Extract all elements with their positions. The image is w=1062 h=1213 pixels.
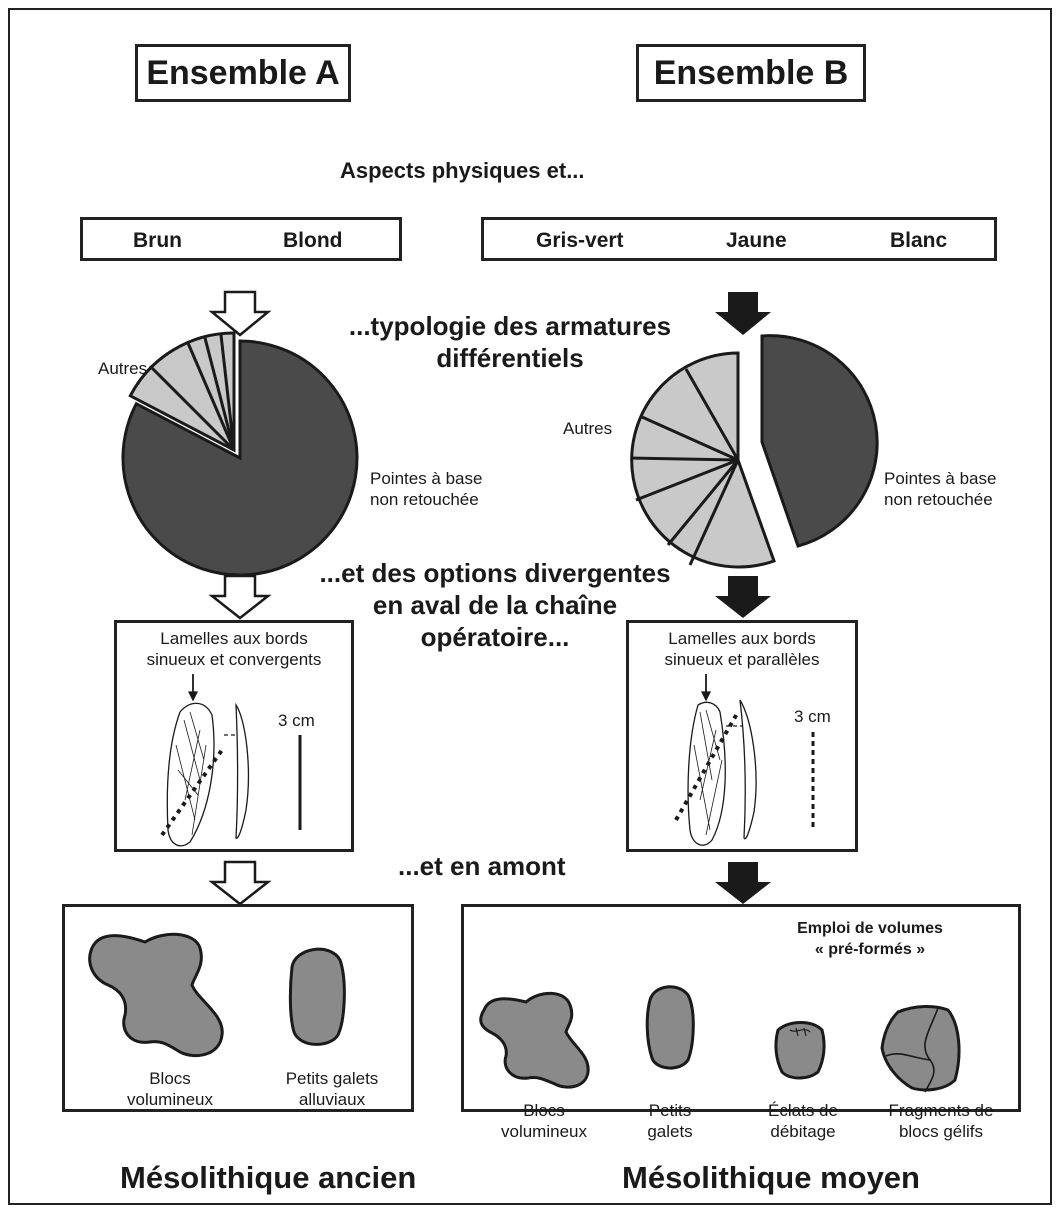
pie-a-other-slice — [128, 331, 236, 453]
preformed-label-1: Emploi de volumes — [797, 920, 943, 937]
volumes-a — [88, 932, 346, 1058]
volume-b-eclats-label-1: Éclats de — [768, 1101, 838, 1120]
volume-b-blocs-label-2: volumineux — [501, 1122, 587, 1141]
caption-options-3: opératoire... — [420, 622, 570, 652]
volume-b-blocs-label: Blocs volumineux — [484, 1100, 604, 1142]
blade-label-a-2: sinueux et convergents — [146, 650, 322, 669]
pie-a-other-label: Autres — [98, 359, 148, 378]
volume-b-galets-label: Petits galets — [620, 1100, 720, 1142]
caption-typology-2: différentiels — [436, 343, 584, 373]
pie-a-divider — [148, 364, 236, 452]
volume-a-blocs-label-1: Blocs — [149, 1069, 191, 1088]
pie-b-divider — [688, 459, 740, 566]
volumes-box-b — [461, 904, 1021, 1112]
volume-b-eclats-label-2: débitage — [770, 1122, 836, 1141]
ensemble-b-title-text: Ensemble B — [653, 53, 849, 92]
color-brun: Brun — [133, 229, 182, 252]
pie-a-divider — [219, 334, 236, 451]
figure-frame — [8, 8, 1052, 1205]
color-jaune: Jaune — [726, 229, 787, 252]
blade-drawing-b — [674, 674, 815, 846]
caption-options-1: ...et des options divergentes — [319, 558, 671, 588]
pie-a-divider — [203, 337, 236, 451]
volume-eclat-b — [774, 1021, 826, 1080]
caption-typology-1: ...typologie des armatures — [348, 311, 672, 341]
volume-blocs-a — [88, 932, 224, 1058]
volume-b-eclats-label: Éclats de débitage — [748, 1100, 858, 1142]
color-blond: Blond — [283, 229, 343, 252]
caption-options-2: en aval de la chaîne — [372, 590, 618, 620]
blade-label-a: Lamelles aux bords sinueux et convergent… — [114, 628, 354, 670]
pie-b-divider — [684, 368, 740, 461]
volume-b-galets-label-2: galets — [647, 1122, 693, 1141]
volume-fragment-b — [880, 1005, 961, 1092]
volume-b-fragments-label-2: blocs gélifs — [898, 1122, 984, 1141]
blade-box-b — [626, 620, 858, 852]
color-blanc: Blanc — [890, 229, 948, 252]
volume-b-fragments-label: Fragments de blocs gélifs — [866, 1100, 1016, 1142]
scale-label-b: 3 cm — [794, 707, 831, 726]
pie-b-main-label-2: non retouchée — [884, 490, 993, 509]
arrow-b-3 — [715, 862, 771, 904]
volume-a-galets-label-1: Petits galets — [285, 1069, 379, 1088]
color-gris-vert: Gris-vert — [536, 229, 624, 252]
volume-a-blocs-label: Blocs volumineux — [110, 1068, 230, 1110]
arrow-a-3 — [208, 860, 272, 906]
volume-blocs-b — [479, 991, 590, 1089]
caption-options: ...et des options divergentes en aval de… — [305, 557, 685, 653]
caption-upstream: ...et en amont — [398, 851, 566, 881]
pie-a — [121, 331, 359, 577]
pie-b-other-label: Autres — [563, 419, 613, 438]
pie-b-main-slice — [760, 334, 879, 548]
arrow-a-1 — [208, 290, 272, 337]
caption-physical: Aspects physiques et... — [340, 158, 585, 183]
arrow-b-1 — [715, 292, 771, 335]
period-b: Mésolithique moyen — [622, 1160, 920, 1195]
blade-label-b: Lamelles aux bords sinueux et parallèles — [626, 628, 858, 670]
pie-b-divider — [635, 458, 739, 502]
pie-a-main-label: Pointes à base non retouchée — [370, 468, 482, 510]
volume-galet-a — [288, 947, 346, 1046]
preformed-label: Emploi de volumes « pré-formés » — [765, 918, 975, 960]
pie-a-divider — [186, 342, 236, 451]
volumes-box-a — [62, 904, 414, 1112]
pie-b-divider — [630, 456, 739, 462]
pie-b-divider — [641, 415, 739, 462]
period-a: Mésolithique ancien — [120, 1160, 417, 1195]
ensemble-a-colors: Brun Blond — [80, 217, 402, 261]
pie-b-divider — [666, 459, 740, 546]
ensemble-b-title: Ensemble B — [636, 44, 866, 102]
pie-b-main-label-1: Pointes à base — [884, 469, 997, 488]
volume-a-galets-label: Petits galets alluviaux — [262, 1068, 402, 1110]
caption-typology: ...typologie des armatures différentiels — [325, 310, 695, 374]
blade-label-a-1: Lamelles aux bords — [160, 629, 308, 648]
volume-b-fragments-label-1: Fragments de — [888, 1101, 994, 1120]
pie-a-main-slice — [121, 339, 359, 577]
volumes-b — [479, 985, 961, 1093]
arrow-b-2 — [715, 576, 771, 618]
blade-drawing-a — [160, 674, 302, 847]
pie-b — [630, 334, 879, 569]
volume-galet-b — [645, 985, 695, 1070]
volume-b-blocs-label-1: Blocs — [523, 1101, 565, 1120]
ensemble-a-title-text: Ensemble A — [146, 53, 340, 92]
blade-label-b-1: Lamelles aux bords — [668, 629, 816, 648]
volume-a-blocs-label-2: volumineux — [127, 1090, 213, 1109]
volume-b-galets-label-1: Petits — [648, 1101, 692, 1120]
blade-box-a — [114, 620, 354, 852]
blade-label-b-2: sinueux et parallèles — [664, 650, 820, 669]
volume-a-galets-label-2: alluviaux — [298, 1090, 366, 1109]
pie-a-main-label-1: Pointes à base — [370, 469, 483, 488]
ensemble-b-colors: Gris-vert Jaune Blanc — [481, 217, 997, 261]
pie-a-main-label-2: non retouchée — [370, 490, 479, 509]
scale-label-a: 3 cm — [278, 711, 315, 730]
preformed-label-2: « pré-formés » — [814, 941, 926, 958]
pie-b-main-label: Pointes à base non retouchée — [884, 468, 996, 510]
ensemble-a-title: Ensemble A — [135, 44, 351, 102]
arrow-a-2 — [208, 574, 272, 620]
